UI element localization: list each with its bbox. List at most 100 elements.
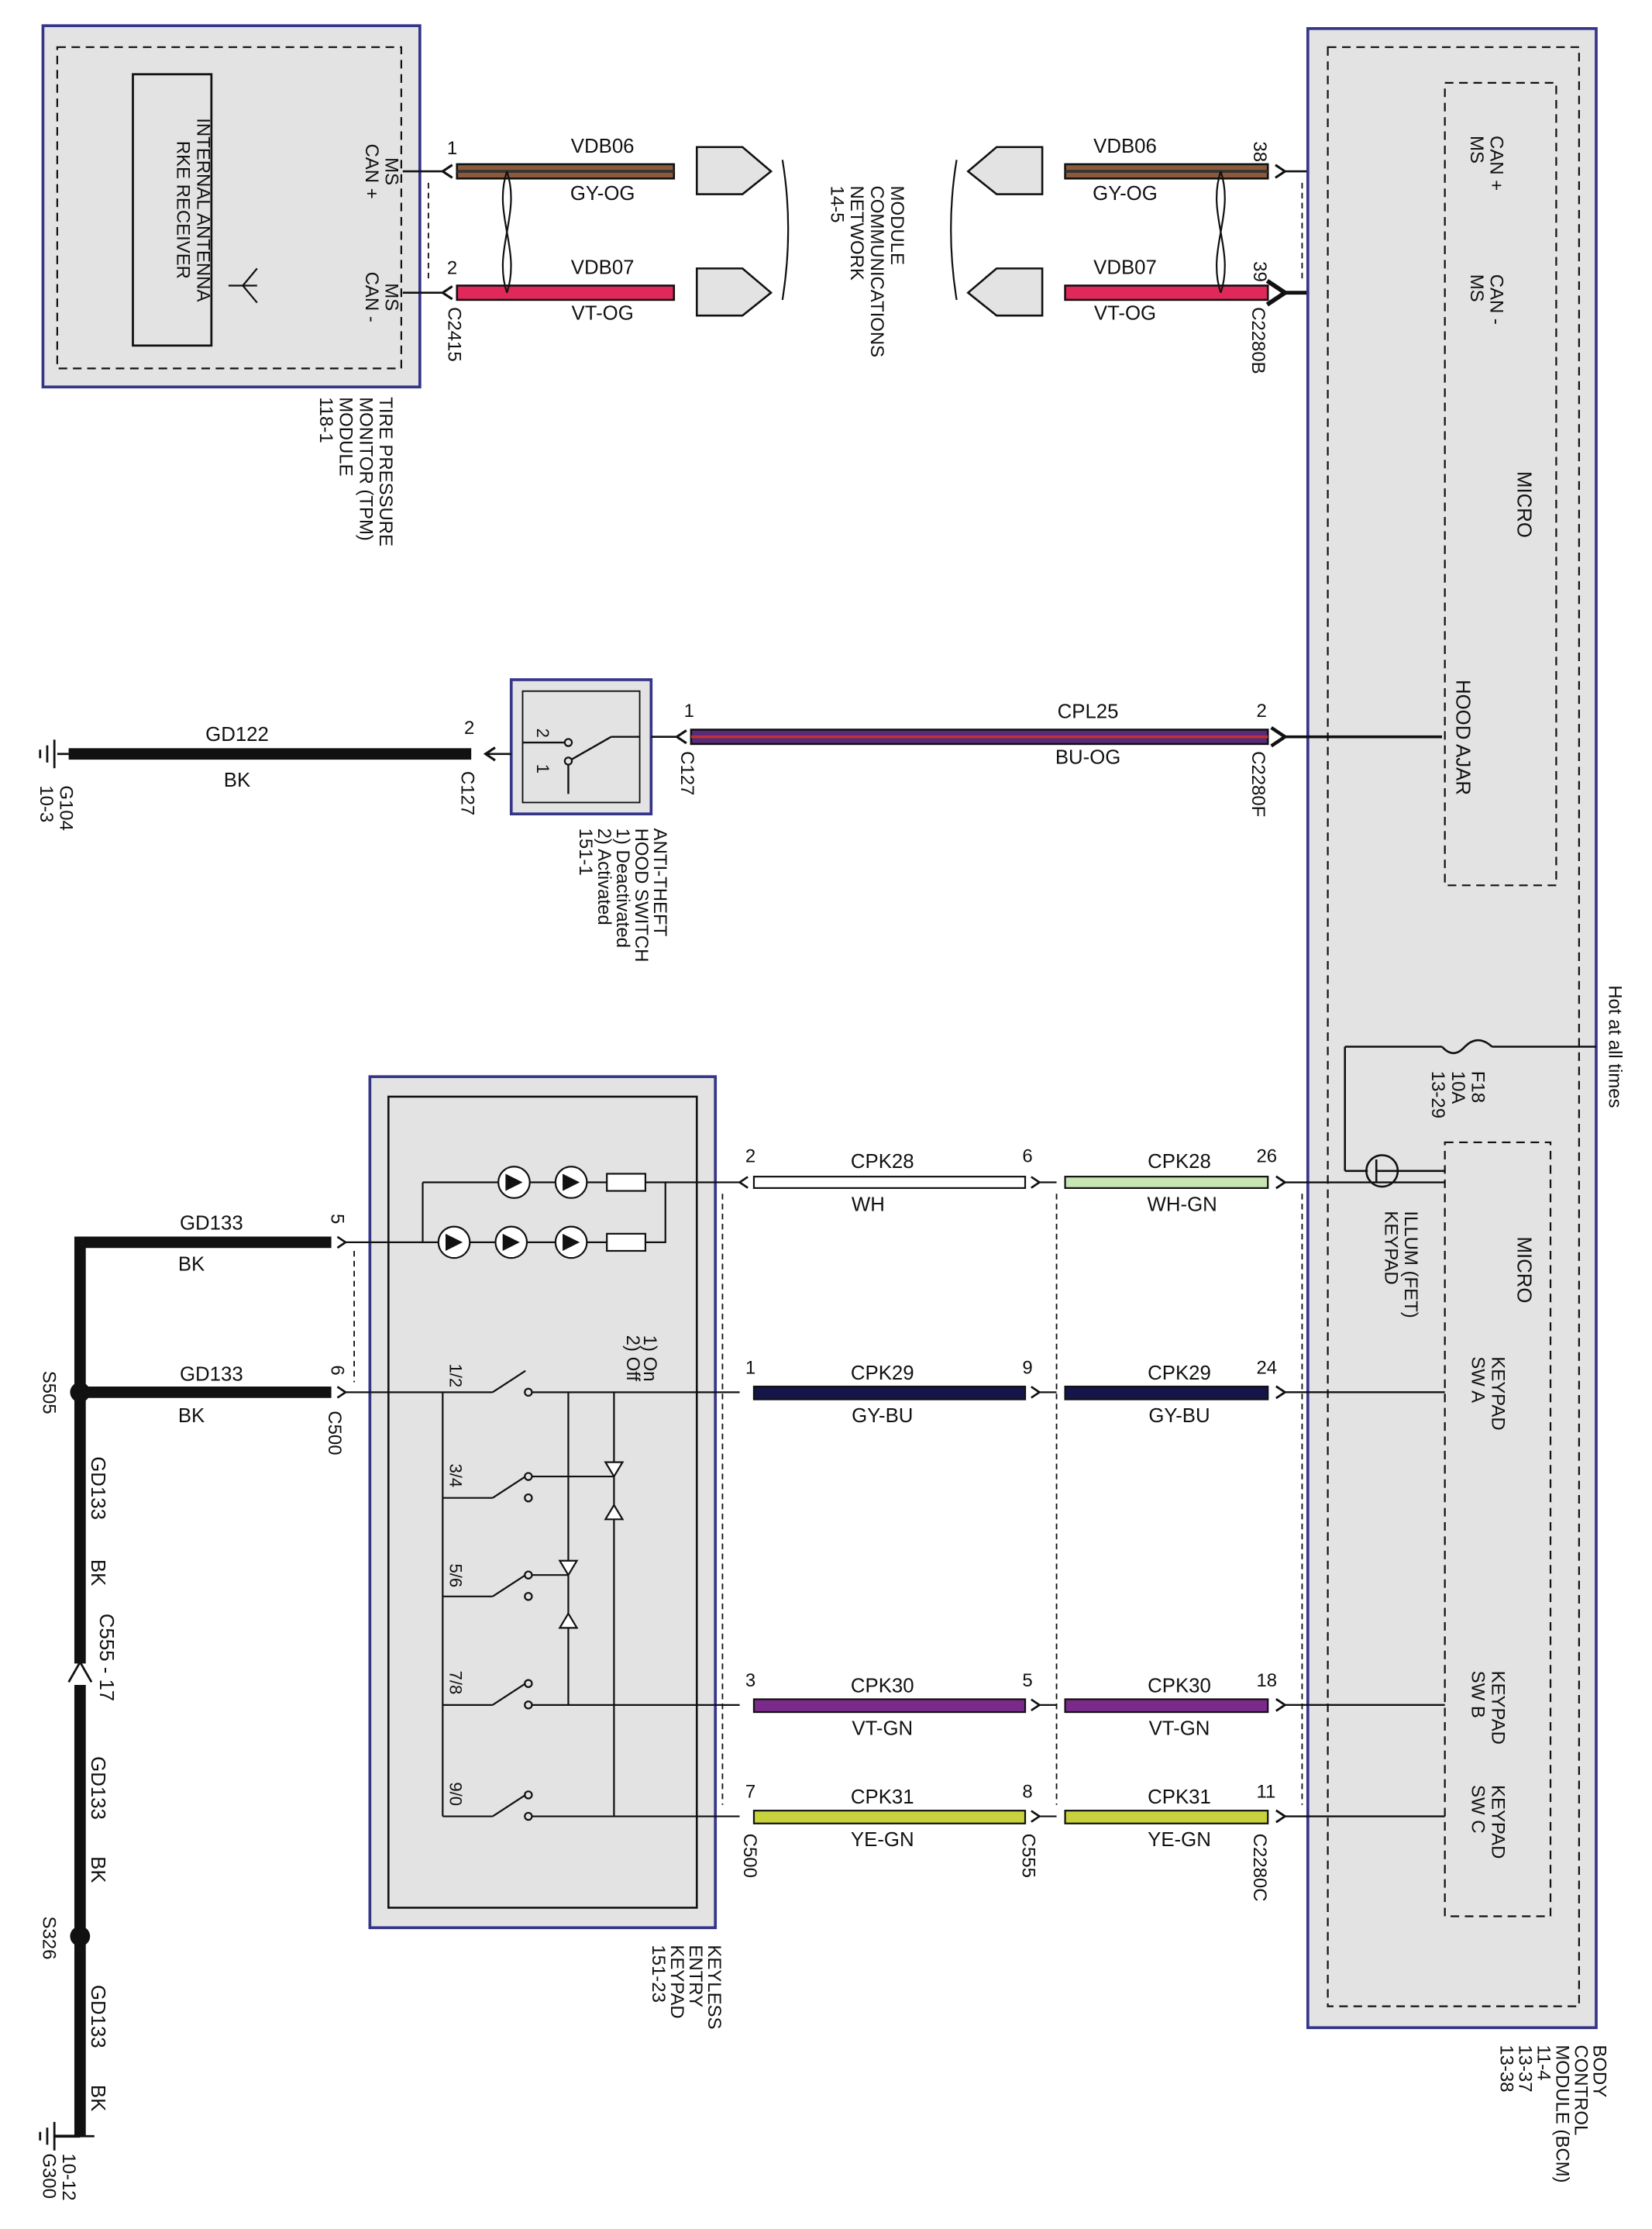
wire-vdb07-left bbox=[456, 284, 676, 301]
vdb06-right-id: VDB06 bbox=[1093, 136, 1157, 157]
connector-c500-left: C500 bbox=[324, 1411, 345, 1455]
hood-title-line5: 151-1 bbox=[575, 829, 596, 876]
bk-a: BK bbox=[87, 1559, 108, 1586]
can-wires-left bbox=[402, 146, 790, 317]
cpk31-left-id: CPK31 bbox=[851, 1786, 914, 1808]
cpk31-pin-bcm: 11 bbox=[1256, 1782, 1275, 1803]
hot-at-all-times: Hot at all times bbox=[1605, 985, 1626, 1108]
keypad-title-line1: KEYLESS bbox=[704, 1945, 724, 2029]
keypad-title-line3: KEYPAD bbox=[666, 1945, 687, 2018]
cpk31-right-id: CPK31 bbox=[1148, 1786, 1211, 1808]
gd122-pin: 2 bbox=[464, 718, 474, 739]
bcm-sw-c-1: KEYPAD bbox=[1487, 1785, 1508, 1859]
gd133-6-id: GD133 bbox=[180, 1364, 243, 1386]
bcm-title-line5: 13-37 bbox=[1514, 2045, 1535, 2092]
vdb07-right-color: VT-OG bbox=[1094, 303, 1156, 325]
fuse-ref: 13-29 bbox=[1427, 1071, 1448, 1118]
keypad-on: 1) On bbox=[639, 1335, 660, 1382]
cpk30-right-color: VT-GN bbox=[1149, 1718, 1210, 1740]
bcm-sw-b-2: SW B bbox=[1468, 1671, 1489, 1718]
cpk30-right-id: CPK30 bbox=[1148, 1675, 1211, 1697]
network-line1: MODULE bbox=[886, 186, 907, 265]
bcm-can-plus-ms: MS bbox=[1466, 136, 1487, 164]
g300-ref: 10-12 bbox=[58, 2153, 79, 2200]
cpl25-color: BU-OG bbox=[1055, 747, 1121, 769]
connector-c2415: C2415 bbox=[444, 307, 465, 362]
tpm-title-line1: TIRE PRESSURE bbox=[375, 397, 396, 546]
wire-cpk30-right bbox=[1064, 1698, 1269, 1714]
diode-icons bbox=[558, 1461, 625, 1629]
vdb07-left-color: VT-OG bbox=[572, 303, 634, 325]
cpk29-pin-bcm: 24 bbox=[1256, 1357, 1277, 1378]
g300-label: G300 bbox=[38, 2153, 59, 2199]
tpm-can-plus-ms: MS bbox=[381, 157, 402, 185]
connector-c555: C555 bbox=[1017, 1834, 1038, 1878]
tpm-can-minus-ms: MS bbox=[381, 283, 402, 311]
network-connector-right-2 bbox=[966, 267, 1044, 317]
tpm-receiver-line1: INTERNAL ANTENNA bbox=[192, 118, 213, 301]
keypad-title: KEYLESS ENTRY KEYPAD 151-23 bbox=[648, 1945, 724, 2029]
bcm-keypad-illum-1: KEYPAD bbox=[1380, 1211, 1401, 1284]
cpk29-left-id: CPK29 bbox=[851, 1363, 914, 1384]
keypad-btn-90: 9/0 bbox=[446, 1782, 466, 1806]
cpk29-left-color: GY-BU bbox=[852, 1405, 913, 1427]
keypad-title-line4: 151-23 bbox=[648, 1945, 669, 2003]
power-feed bbox=[1344, 1039, 1596, 1188]
vdb06-right-color: GY-OG bbox=[1093, 183, 1158, 205]
cpk30-pin-c555: 5 bbox=[1022, 1670, 1032, 1691]
bcm-sw-a-1: KEYPAD bbox=[1487, 1356, 1508, 1430]
hood-switch-pos1: 1 bbox=[533, 764, 552, 773]
cpk28-pin-bcm: 26 bbox=[1256, 1146, 1277, 1167]
tpm-can-plus: CAN + bbox=[361, 144, 382, 199]
gd133-5-color: BK bbox=[178, 1254, 205, 1276]
connector-c127-left: C127 bbox=[456, 771, 477, 815]
network-line4: 14-5 bbox=[826, 186, 847, 223]
connector-c2280c: C2280C bbox=[1249, 1834, 1270, 1902]
cpk31-right-color: YE-GN bbox=[1148, 1829, 1211, 1851]
cpk29-right-color: GY-BU bbox=[1148, 1405, 1210, 1427]
bcm-can-plus: CAN + bbox=[1486, 136, 1507, 191]
bcm-title-line6: 13-38 bbox=[1496, 2045, 1517, 2092]
cpk31-left-color: YE-GN bbox=[851, 1829, 914, 1851]
wire-cpk31-right bbox=[1064, 1810, 1269, 1824]
bcm-can-minus: CAN - bbox=[1486, 274, 1507, 325]
keypad-title-line2: ENTRY bbox=[685, 1945, 706, 2007]
network-connector-left-1 bbox=[695, 146, 773, 195]
bk-c: BK bbox=[87, 2085, 108, 2111]
hood-switch-title: ANTI-THEFT HOOD SWITCH 1) Deactivated 2)… bbox=[575, 829, 670, 963]
network-line2: COMMUNICATIONS bbox=[866, 186, 887, 358]
gd133-5-id: GD133 bbox=[180, 1212, 243, 1234]
vdb07-left-id: VDB07 bbox=[571, 257, 635, 279]
bcm-micro-label: MICRO bbox=[1513, 471, 1535, 538]
cpk30-left-color: VT-GN bbox=[852, 1718, 913, 1740]
wire-cpk30-left bbox=[752, 1698, 1027, 1714]
keypad-btn-12: 1/2 bbox=[446, 1364, 466, 1388]
bcm-title-line1: BODY bbox=[1588, 2045, 1609, 2097]
cpl25-pin-left: 1 bbox=[684, 701, 694, 722]
cpl25-id: CPL25 bbox=[1058, 701, 1119, 723]
network-label: MODULE COMMUNICATIONS NETWORK 14-5 bbox=[826, 186, 907, 358]
gd133-6-pin: 6 bbox=[327, 1365, 348, 1375]
pin-bcm-38: 38 bbox=[1249, 141, 1270, 162]
bcm-sw-c-2: SW C bbox=[1468, 1785, 1489, 1834]
gd133-b: GD133 bbox=[87, 1756, 108, 1820]
hood-title-line1: ANTI-THEFT bbox=[649, 829, 670, 937]
wire-cpk29-left bbox=[752, 1385, 1027, 1400]
bcm-sw-b-1: KEYPAD bbox=[1487, 1671, 1508, 1745]
connector-c555-17: C555 - 17 bbox=[95, 1614, 117, 1701]
fuse-10a: 10A bbox=[1447, 1071, 1468, 1104]
resistor-icon-2 bbox=[606, 1232, 647, 1252]
network-connector-right-1 bbox=[966, 146, 1044, 195]
gd122-id: GD122 bbox=[205, 724, 269, 746]
hood-title-line4: 2) Activated bbox=[594, 829, 614, 925]
cpk29-pin-c555: 9 bbox=[1022, 1357, 1032, 1378]
tpm-module: INTERNAL ANTENNA RKE RECEIVER MS CAN + M… bbox=[41, 24, 422, 546]
cpk31-pin-c555: 8 bbox=[1022, 1782, 1032, 1803]
cpk28-right-id: CPK28 bbox=[1148, 1151, 1211, 1173]
cpk31-pin-kp: 7 bbox=[745, 1782, 755, 1803]
bcm-can-minus-ms: MS bbox=[1466, 274, 1487, 302]
gd133-6-color: BK bbox=[178, 1405, 205, 1427]
bcm-title-line2: CONTROL bbox=[1570, 2045, 1591, 2135]
s505-label: S505 bbox=[38, 1371, 59, 1414]
